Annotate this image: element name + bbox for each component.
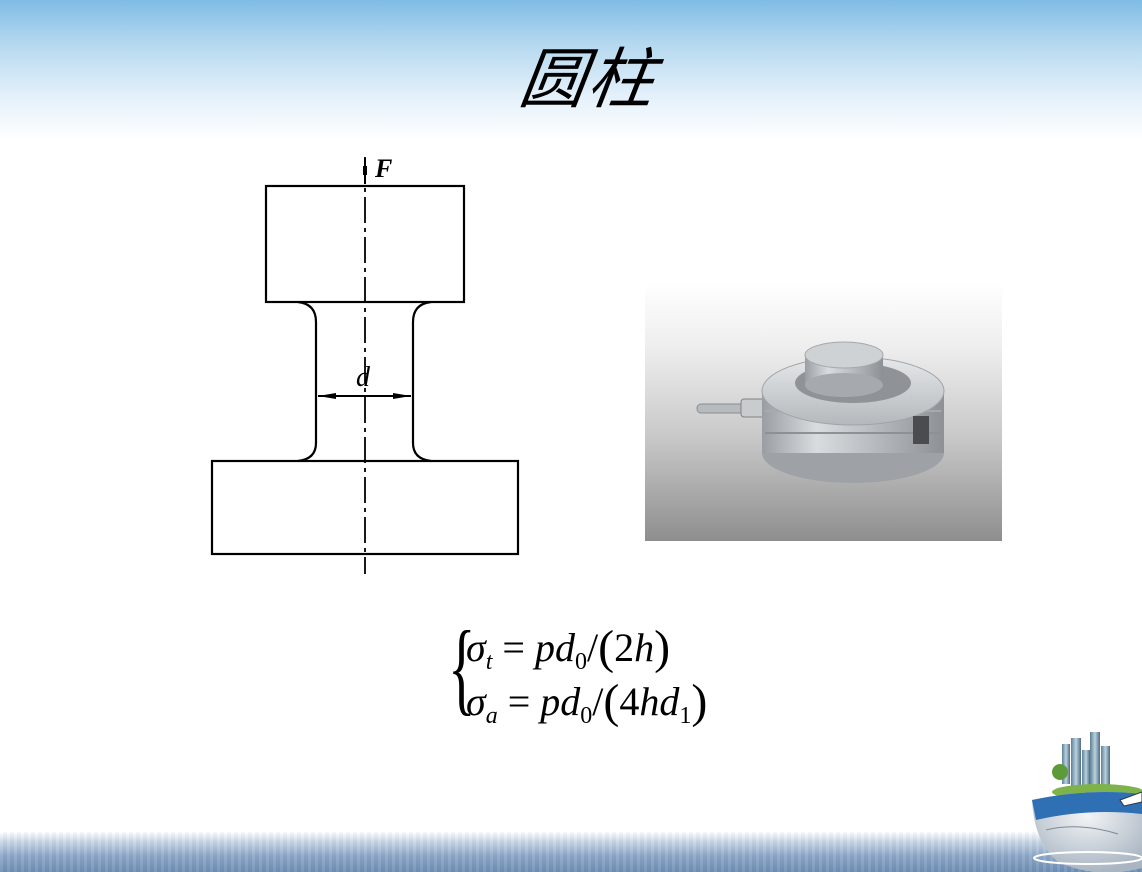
- force-label: F: [375, 154, 393, 183]
- neck-left-edge: [297, 300, 318, 463]
- subscript-t: t: [485, 649, 493, 675]
- h-term: h: [634, 625, 655, 670]
- sigma-symbol: σ: [466, 625, 486, 670]
- load-cell-icon: [696, 341, 945, 483]
- slash: /: [592, 679, 604, 724]
- equals-sign: =: [507, 679, 531, 724]
- hd-term: hd: [639, 679, 680, 724]
- subscript-1: 1: [679, 703, 692, 729]
- pd-term: pd: [534, 625, 575, 670]
- close-paren: ): [654, 621, 671, 674]
- pd-term: pd: [540, 679, 581, 724]
- coefficient: 4: [619, 679, 640, 724]
- open-paren: (: [598, 621, 615, 674]
- subscript-0: 0: [574, 649, 587, 675]
- slash: /: [586, 625, 599, 670]
- close-paren: ): [691, 675, 708, 728]
- globe-with-city-icon: [1032, 732, 1142, 872]
- left-brace: {: [448, 610, 476, 725]
- force-arrowhead-icon: [363, 166, 367, 175]
- formula-line-tangential: σt = pd0/(2h): [466, 620, 670, 676]
- open-paren: (: [603, 675, 620, 728]
- equals-sign: =: [502, 625, 525, 670]
- stress-formula: { σt = pd0/(2h) σa = pd0/(4hd1): [448, 614, 748, 734]
- dim-arrow-left-icon: [318, 393, 336, 399]
- formula-line-axial: σa = pd0/(4hd1): [466, 674, 707, 730]
- neck-right-edge: [411, 300, 432, 463]
- load-cell-photo: [645, 283, 1002, 541]
- subscript-0: 0: [580, 703, 593, 729]
- subscript-a: a: [485, 703, 498, 729]
- coefficient: 2: [614, 625, 635, 670]
- diameter-label: d: [356, 362, 370, 393]
- sea-footer-decoration: [0, 832, 1142, 872]
- sigma-symbol: σ: [466, 679, 486, 724]
- dim-arrow-right-icon: [393, 393, 411, 399]
